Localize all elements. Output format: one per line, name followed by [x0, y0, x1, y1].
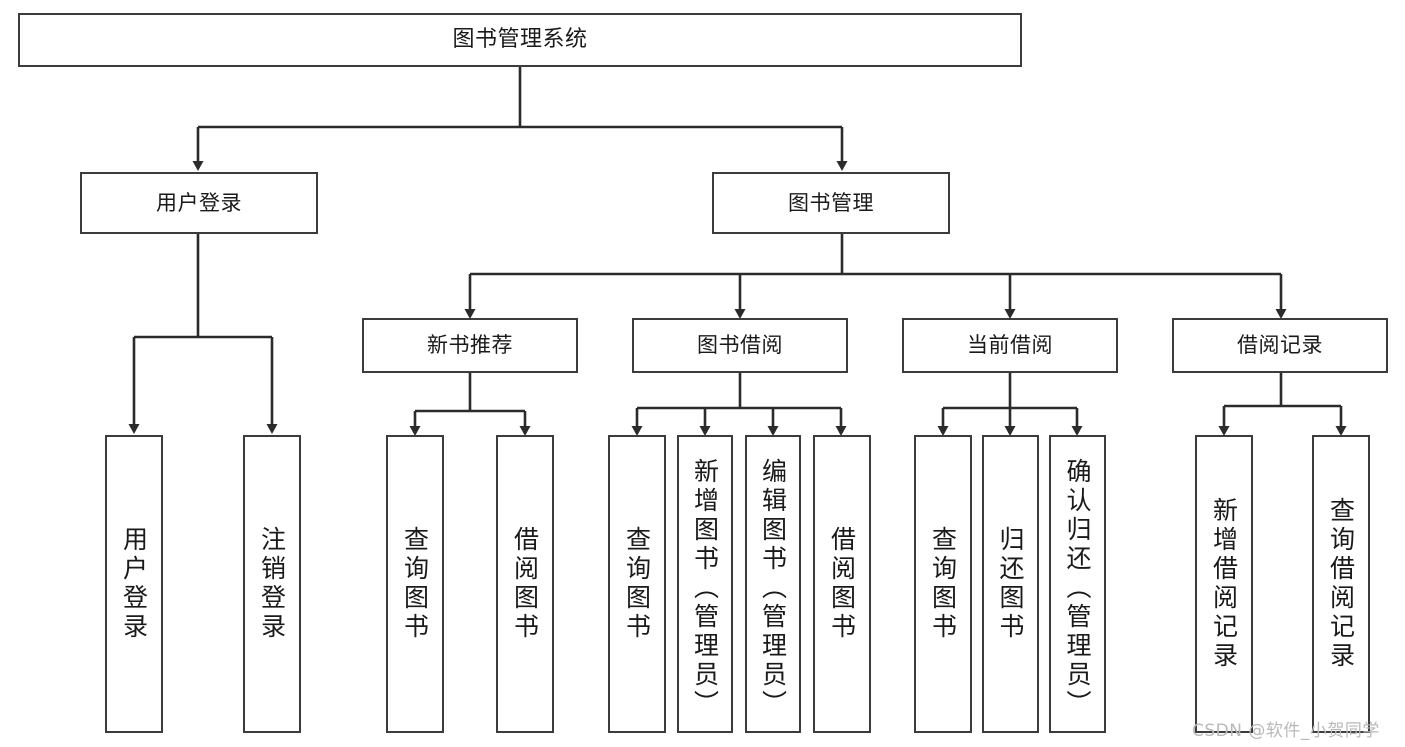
- node-borrow-record-label: 借阅记录: [1237, 333, 1323, 358]
- node-borrow-record[interactable]: 借阅记录: [1172, 318, 1388, 373]
- node-leaf-add-book-label: 新增图书（管理员）: [690, 457, 720, 719]
- node-leaf-query-record[interactable]: 查询借阅记录: [1312, 435, 1370, 733]
- node-book-borrow-label: 图书借阅: [697, 333, 783, 358]
- node-leaf-user-login[interactable]: 用户登录: [105, 435, 163, 733]
- node-leaf-confirm-return[interactable]: 确认归还（管理员）: [1049, 435, 1106, 733]
- node-leaf-return-book[interactable]: 归还图书: [982, 435, 1039, 733]
- node-new-book-rec[interactable]: 新书推荐: [362, 318, 578, 373]
- node-book-borrow[interactable]: 图书借阅: [632, 318, 848, 373]
- node-leaf-borrow-book-2-label: 借阅图书: [827, 526, 857, 642]
- node-current-borrow[interactable]: 当前借阅: [902, 318, 1118, 373]
- node-leaf-confirm-return-label: 确认归还（管理员）: [1063, 457, 1092, 719]
- node-leaf-query-book-3[interactable]: 查询图书: [914, 435, 972, 733]
- node-root[interactable]: 图书管理系统: [18, 13, 1022, 67]
- node-leaf-return-book-label: 归还图书: [996, 526, 1025, 642]
- node-leaf-add-record[interactable]: 新增借阅记录: [1195, 435, 1253, 733]
- node-leaf-query-record-label: 查询借阅记录: [1326, 497, 1356, 671]
- node-leaf-borrow-book-1[interactable]: 借阅图书: [496, 435, 554, 733]
- node-root-label: 图书管理系统: [452, 27, 588, 53]
- node-leaf-borrow-book-1-label: 借阅图书: [510, 526, 540, 642]
- node-new-book-rec-label: 新书推荐: [427, 333, 513, 358]
- node-user-login[interactable]: 用户登录: [80, 172, 318, 234]
- node-leaf-borrow-book-2[interactable]: 借阅图书: [813, 435, 871, 733]
- node-book-manage-label: 图书管理: [788, 190, 874, 215]
- node-leaf-query-book-3-label: 查询图书: [928, 526, 958, 642]
- node-leaf-query-book-1-label: 查询图书: [400, 526, 430, 642]
- csdn-watermark: CSDN @软件_小贺同学: [1192, 721, 1380, 741]
- node-current-borrow-label: 当前借阅: [967, 333, 1053, 358]
- node-book-manage[interactable]: 图书管理: [712, 172, 950, 234]
- node-leaf-add-book[interactable]: 新增图书（管理员）: [677, 435, 733, 733]
- node-leaf-edit-book[interactable]: 编辑图书（管理员）: [745, 435, 801, 733]
- node-leaf-user-login-label: 用户登录: [119, 526, 149, 642]
- node-leaf-query-book-2[interactable]: 查询图书: [608, 435, 666, 733]
- node-leaf-edit-book-label: 编辑图书（管理员）: [758, 457, 788, 719]
- node-leaf-user-logout-label: 注销登录: [257, 526, 287, 642]
- node-leaf-query-book-2-label: 查询图书: [622, 526, 652, 642]
- node-leaf-query-book-1[interactable]: 查询图书: [386, 435, 444, 733]
- node-leaf-user-logout[interactable]: 注销登录: [243, 435, 301, 733]
- node-leaf-add-record-label: 新增借阅记录: [1209, 497, 1239, 671]
- node-user-login-label: 用户登录: [156, 190, 242, 215]
